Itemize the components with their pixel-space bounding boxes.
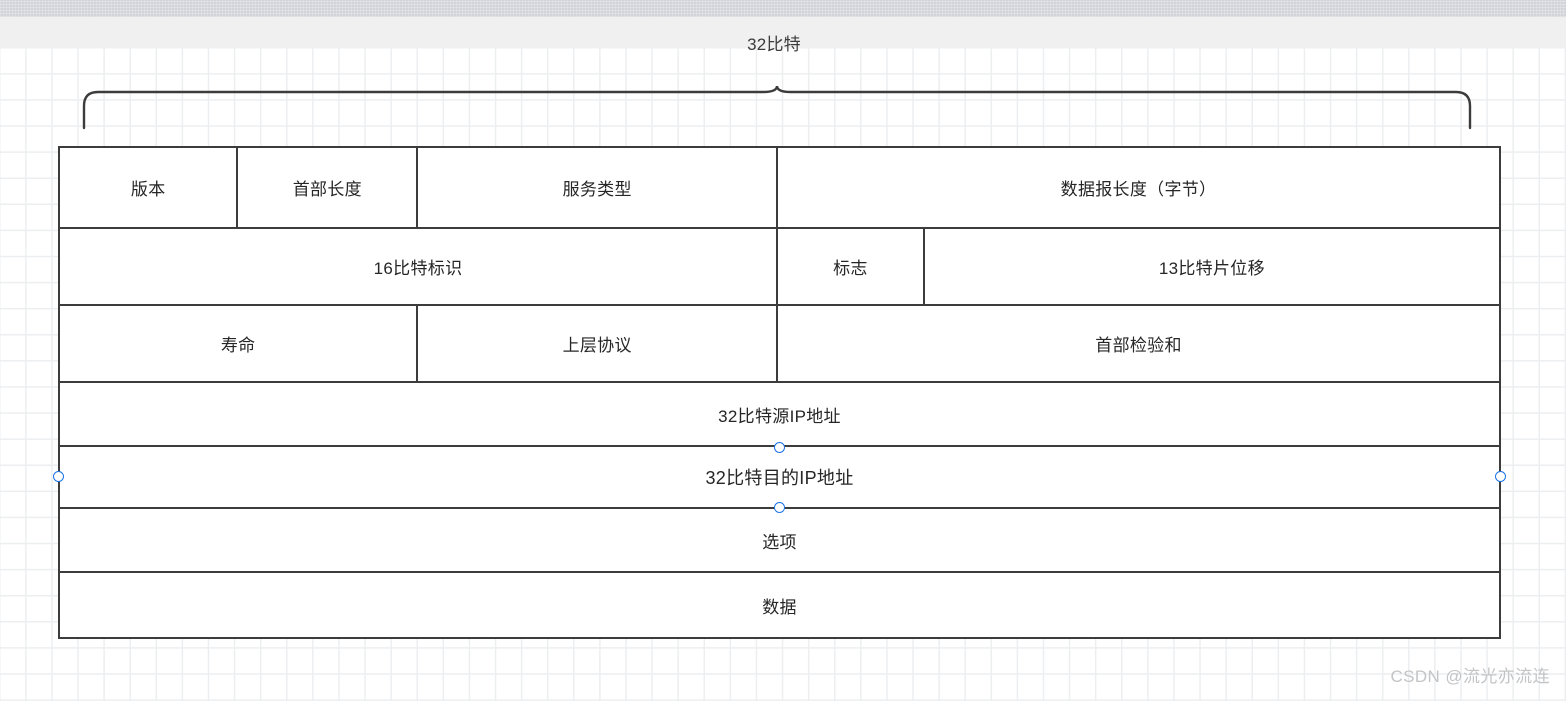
field-version[interactable]: 版本 — [60, 148, 239, 227]
field-upper-protocol[interactable]: 上层协议 — [418, 306, 779, 381]
table-row[interactable]: 16比特标识 标志 13比特片位移 — [60, 229, 1499, 306]
table-row[interactable]: 寿命 上层协议 首部检验和 — [60, 306, 1499, 383]
field-ttl[interactable]: 寿命 — [60, 306, 419, 381]
handle-bottom[interactable] — [774, 502, 785, 513]
field-options[interactable]: 选项 — [762, 532, 797, 552]
field-service-type[interactable]: 服务类型 — [418, 148, 779, 227]
window-chrome-strip — [0, 0, 1566, 17]
handle-right[interactable] — [1495, 471, 1506, 482]
handle-left[interactable] — [53, 471, 64, 482]
field-fragment-offset[interactable]: 13比特片位移 — [1158, 259, 1265, 278]
ip-header-table: 版本 首部长度 服务类型 数据报长度（字节） 16比特标识 标志 13比特片位移… — [58, 146, 1501, 639]
handle-top[interactable] — [774, 442, 785, 453]
field-destination-ip[interactable]: 32比特目的IP地址 — [705, 468, 854, 488]
table-row[interactable]: 32比特源IP地址 — [60, 383, 1499, 447]
table-row[interactable]: 版本 首部长度 服务类型 数据报长度（字节） — [60, 148, 1499, 229]
field-source-ip[interactable]: 32比特源IP地址 — [718, 406, 841, 426]
field-data[interactable]: 数据 — [762, 597, 797, 617]
field-header-checksum[interactable]: 首部检验和 — [1095, 336, 1182, 355]
field-flags[interactable]: 标志 — [778, 229, 925, 304]
table-row[interactable]: 数据 — [60, 573, 1499, 637]
field-identification[interactable]: 16比特标识 — [60, 229, 779, 304]
toolbar-band — [0, 17, 1566, 48]
bit-width-caption: 32比特 — [0, 30, 1566, 55]
curly-brace-icon — [82, 84, 1472, 130]
table-row-selected[interactable]: 32比特目的IP地址 — [60, 447, 1499, 509]
csdn-watermark: CSDN @流光亦流连 — [1390, 667, 1550, 686]
table-row[interactable]: 选项 — [60, 509, 1499, 573]
bit-width-caption-text: 32比特 — [747, 35, 801, 54]
field-header-length[interactable]: 首部长度 — [238, 148, 419, 227]
field-datagram-length[interactable]: 数据报长度（字节） — [1060, 180, 1217, 199]
